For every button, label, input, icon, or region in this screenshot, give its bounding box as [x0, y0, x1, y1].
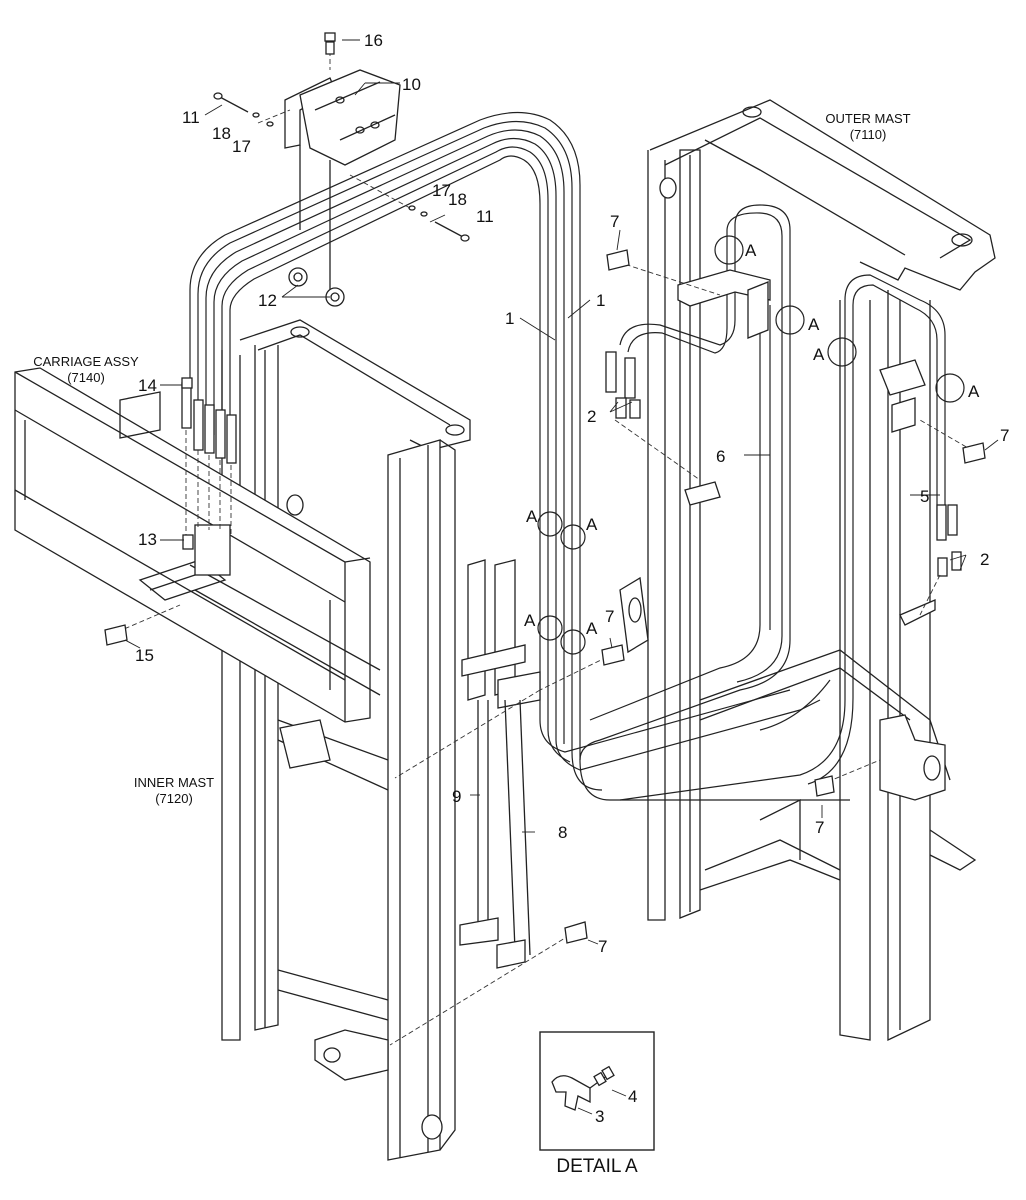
callout-10: 10: [402, 75, 421, 94]
carriage-hose-ends: [181, 382, 237, 576]
detail-marker-a: A: [586, 515, 598, 534]
callout-1: 1: [596, 291, 605, 310]
callout-leaders: [124, 39, 999, 945]
callout-1: 1: [505, 309, 514, 328]
callout-8: 8: [558, 823, 567, 842]
inner-mast-code: (7120): [155, 791, 193, 806]
carriage-code: (7140): [67, 370, 105, 385]
detail-a-circles: A A A A A A A A: [524, 235, 980, 655]
fittings-right: [936, 504, 962, 577]
callout-11: 11: [182, 108, 200, 127]
callout-9: 9: [452, 787, 461, 806]
brackets: [284, 69, 936, 969]
fittings-left: [605, 351, 641, 419]
callout-12: 12: [258, 291, 277, 310]
fasteners: [104, 32, 986, 944]
callout-2: 2: [980, 550, 989, 569]
callout-16: 16: [364, 31, 383, 50]
inner-mast-label: INNER MAST: [134, 775, 214, 790]
callout-7: 7: [598, 937, 607, 956]
detail-marker-a: A: [526, 507, 538, 526]
callout-17: 17: [232, 137, 251, 156]
callout-18: 18: [212, 124, 231, 143]
callout-6: 6: [716, 447, 725, 466]
detail-marker-a: A: [586, 619, 598, 638]
callout-2: 2: [587, 407, 596, 426]
hose-routing: [181, 111, 962, 801]
callout-15: 15: [135, 646, 154, 665]
outer-mast-label: OUTER MAST: [825, 111, 910, 126]
assembly-labels: OUTER MAST (7110) CARRIAGE ASSY (7140) I…: [33, 111, 910, 806]
detail-marker-a: A: [524, 611, 536, 630]
callout-11: 11: [476, 207, 494, 226]
callout-13: 13: [138, 530, 157, 549]
detail-marker-a: A: [808, 315, 820, 334]
callout-14: 14: [138, 376, 157, 395]
detail-a-inset: 4 3 DETAIL A: [539, 1031, 655, 1177]
callout-7: 7: [605, 607, 614, 626]
outer-mast-code: (7110): [850, 127, 887, 142]
detail-marker-a: A: [968, 382, 980, 401]
callout-4: 4: [628, 1087, 637, 1106]
part-callouts: 16 10 11 18 17 17 18 11 12 1 1 7 2 6 5 7…: [135, 31, 1009, 956]
detail-marker-a: A: [745, 241, 757, 260]
inner-mast: [221, 319, 471, 1161]
detail-marker-a: A: [813, 345, 825, 364]
callout-18: 18: [448, 190, 467, 209]
callout-17: 17: [432, 181, 451, 200]
callout-3: 3: [595, 1107, 604, 1126]
callout-7: 7: [815, 818, 824, 837]
callout-5: 5: [920, 487, 929, 506]
callout-7: 7: [610, 212, 619, 231]
carriage-label: CARRIAGE ASSY: [33, 354, 139, 369]
detail-a-title: DETAIL A: [556, 1156, 638, 1177]
callout-7: 7: [1000, 426, 1009, 445]
